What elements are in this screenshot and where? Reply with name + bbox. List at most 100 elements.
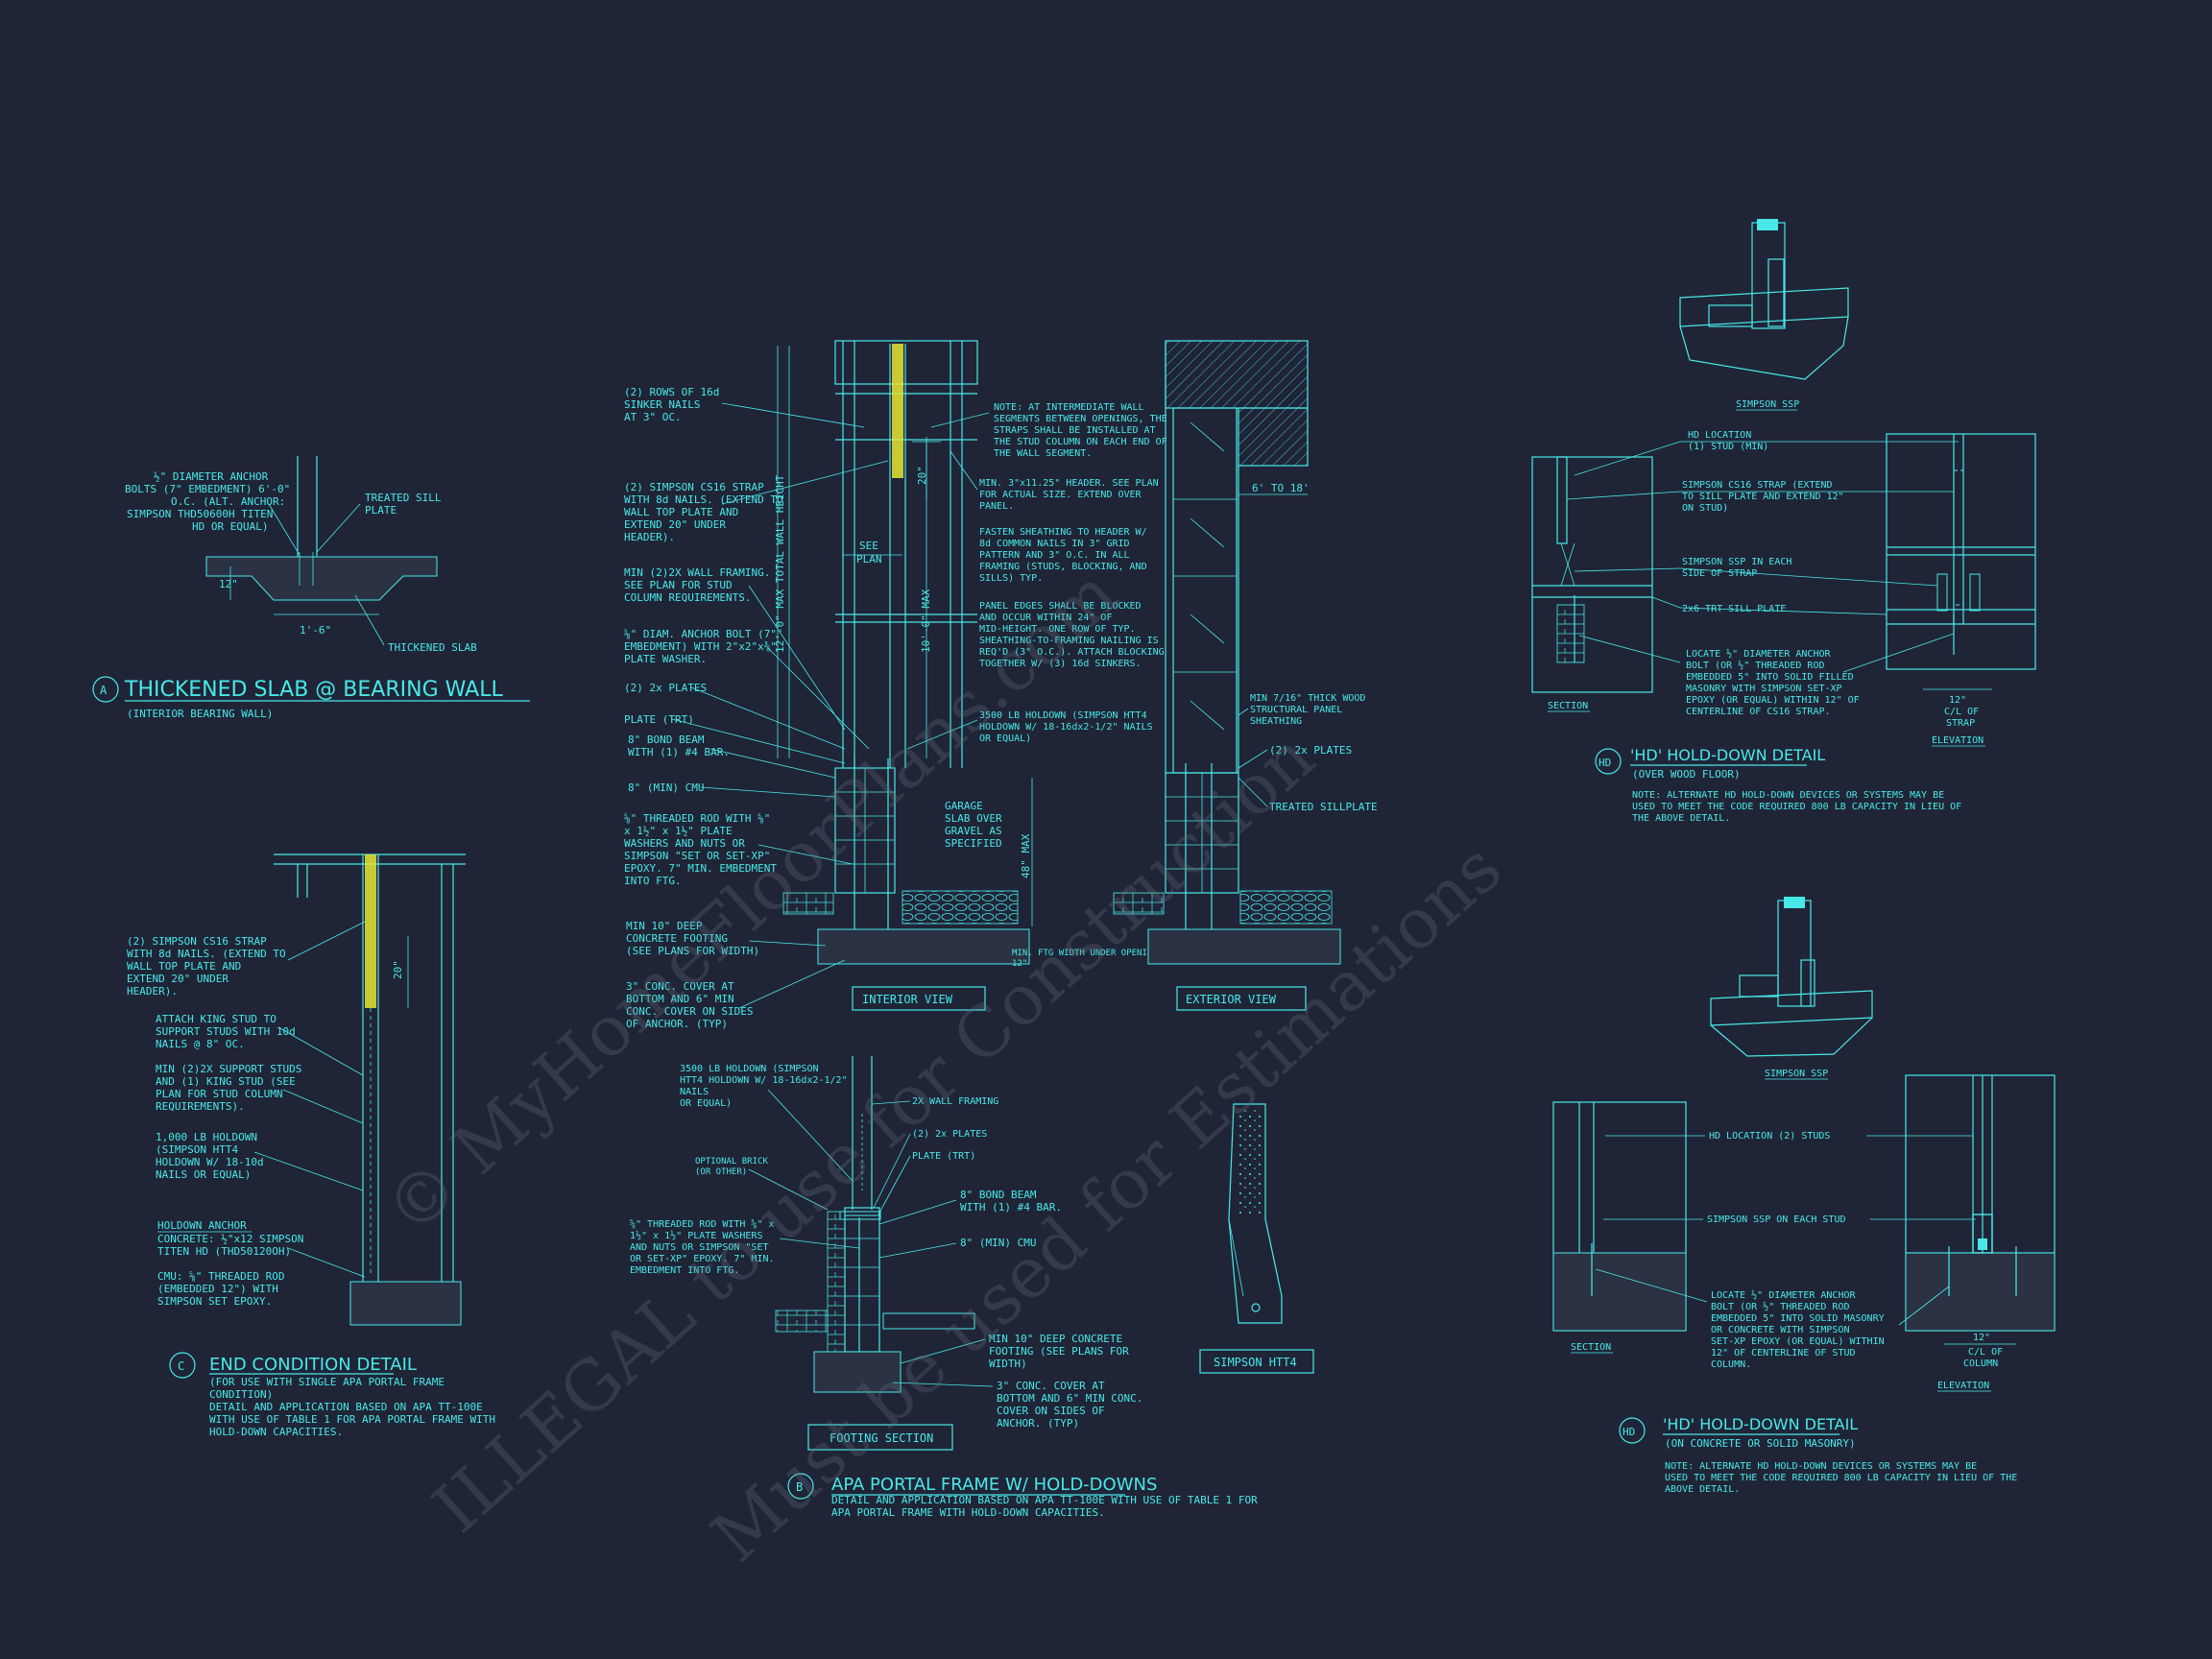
note-line: PLAN FOR STUD COLUMN: [156, 1088, 282, 1100]
note-line: 1½" x 1½" PLATE WASHERS: [630, 1230, 762, 1241]
note-line: PLATE (TRT): [624, 713, 694, 726]
sill-note: PLATE: [365, 504, 397, 517]
detail-hd2: SIMPSON SSP SECTION 12" C/L OF COLUMN EL…: [1552, 897, 2056, 1495]
sill-note: TREATED SILL: [365, 492, 442, 504]
note-line: ON STUD): [1682, 503, 1728, 514]
detail-subtitle: DETAIL AND APPLICATION BASED ON APA TT-1…: [831, 1494, 1258, 1506]
note-line: SLAB OVER: [945, 812, 1002, 825]
detail-a: ½" DIAMETER ANCHOR BOLTS (7" EMBEDMENT) …: [92, 456, 530, 720]
note-line: OF ANCHOR. (TYP): [626, 1018, 728, 1030]
dim-label: STRAP: [1946, 718, 1975, 729]
c-note-4: 1,000 LB HOLDOWN (SIMPSON HTT4 HOLDOWN W…: [156, 1131, 264, 1181]
note-line: O.C. (ALT. ANCHOR:: [171, 495, 285, 508]
detail-c: 20" (2) SIMPSON CS16 STRAP WITH 8d NAILS…: [127, 854, 495, 1438]
detail-hd1: SIMPSON SSP SECTION 12" C/L OF STRAP ELE…: [1531, 219, 2036, 824]
note-line: 12": [1012, 959, 1027, 969]
note-line: MASONRY WITH SIMPSON SET-XP: [1686, 684, 1842, 694]
note-line: TREATED SILLPLATE: [1269, 801, 1378, 813]
note-line: EMBEDMENT INTO FTG.: [630, 1265, 739, 1276]
note-line: REQ'D (3" O.C.). ATTACH BLOCKING: [979, 647, 1165, 658]
note-line: PLATE WASHER.: [624, 653, 707, 665]
anchor-note: ½" DIAMETER ANCHOR BOLTS (7" EMBEDMENT) …: [125, 470, 290, 533]
note-line: FOR ACTUAL SIZE. EXTEND OVER: [979, 490, 1142, 500]
note-line: SIMPSON SET EPOXY.: [157, 1295, 272, 1308]
note-line: REQUIREMENTS).: [156, 1100, 245, 1113]
note-line: SHEATHING: [1250, 716, 1302, 727]
note-line: WALL TOP PLATE AND: [624, 506, 738, 518]
detail-subtitle: CONDITION): [209, 1388, 273, 1401]
note-line: (EMBEDDED 12") WITH: [157, 1283, 278, 1295]
note-line: ABOVE DETAIL.: [1665, 1484, 1740, 1495]
watermark: © MyHomeFloorPlans.com ILLEGAL to use fo…: [370, 553, 1516, 1577]
note-line: 1,000 LB HOLDOWN: [156, 1131, 257, 1143]
detail-subtitle: DETAIL AND APPLICATION BASED ON APA TT-1…: [209, 1401, 483, 1413]
detail-subtitle: APA PORTAL FRAME WITH HOLD-DOWN CAPACITI…: [831, 1506, 1105, 1519]
note-line: STRAPS SHALL BE INSTALLED AT: [994, 425, 1156, 436]
note-line: 8" (MIN) CMU: [960, 1237, 1036, 1249]
detail-b-exterior: 6' TO 18' MIN 7/16" THICK WOOD STRUCTURA…: [1113, 340, 1378, 1011]
detail-marker-letter: HD: [1623, 1426, 1635, 1438]
note-line: (2) 2x PLATES: [624, 682, 707, 694]
note-line: GARAGE: [945, 800, 983, 812]
note-line: USED TO MEET THE CODE REQUIRED 800 LB CA…: [1632, 802, 1961, 812]
detail-marker: [1619, 1417, 1646, 1444]
dim-label: 12": [1973, 1333, 1990, 1343]
note-line: SILLS) TYP.: [979, 573, 1043, 584]
note-line: SPECIFIED: [945, 837, 1002, 850]
dim-label: 12'-0" MAX TOTAL WALL HEIGHT: [774, 474, 786, 653]
detail-subtitle: (FOR USE WITH SINGLE APA PORTAL FRAME: [209, 1376, 445, 1388]
note-line: 8" BOND BEAM: [628, 733, 705, 746]
note-line: NOTE: ALTERNATE HD HOLD-DOWN DEVICES OR …: [1632, 790, 1944, 801]
cs16-strap: [892, 344, 903, 478]
note-line: HOLDOWN W/ 18-16dx2-1/2" NAILS: [979, 722, 1153, 733]
note-line: HEADER).: [624, 531, 675, 543]
note-line: SEGMENTS BETWEEN OPENINGS, THE: [994, 414, 1167, 424]
note-line: TITEN HD (THD50120OH): [157, 1245, 291, 1258]
htt4-label: SIMPSON HTT4: [1214, 1356, 1297, 1369]
note-line: EMBEDMENT) WITH 2"x2"x⅜": [624, 640, 777, 653]
dim-label: 10'-0" MAX: [920, 589, 932, 653]
note-line: MIN 7/16" THICK WOOD: [1250, 693, 1365, 704]
note-line: SIMPSON THD50600H TITEN: [127, 508, 273, 520]
dim-label: C/L OF: [1944, 707, 1979, 717]
dim-label: C/L OF: [1968, 1347, 2003, 1358]
note-line: CENTERLINE OF CS16 STRAP.: [1686, 707, 1831, 717]
note-line: PATTERN AND 3" O.C. IN ALL: [979, 550, 1130, 561]
section-label: SECTION: [1571, 1342, 1611, 1353]
detail-subtitle: WITH USE OF TABLE 1 FOR APA PORTAL FRAME…: [209, 1413, 495, 1426]
note-line: COLUMN.: [1711, 1359, 1751, 1370]
note-line: WITH (1) #4 BAR.: [628, 746, 730, 758]
detail-title: END CONDITION DETAIL: [209, 1355, 417, 1375]
note-line: OR CONCRETE WITH SIMPSON: [1711, 1325, 1850, 1335]
note-line: SHEATHING-TO-FRAMING NAILING IS: [979, 636, 1159, 646]
note-line: SIMPSON "SET OR SET-XP": [624, 850, 770, 862]
dim-label: 20": [916, 466, 928, 485]
note-line: WITH 8d NAILS. (EXTEND TO: [624, 493, 783, 506]
note-line: ATTACH KING STUD TO: [156, 1013, 276, 1025]
note-line: SIMPSON SSP IN EACH: [1682, 557, 1791, 567]
note-line: USED TO MEET THE CODE REQUIRED 800 LB CA…: [1665, 1473, 2017, 1483]
detail-marker: [169, 1352, 196, 1379]
note-line: FOOTING (SEE PLANS FOR: [989, 1345, 1129, 1358]
note-line: ANCHOR. (TYP): [997, 1417, 1079, 1430]
note-line: NAILS: [680, 1087, 709, 1097]
note-line: BOTTOM AND 6" MIN CONC.: [997, 1392, 1142, 1405]
detail-title: 'HD' HOLD-DOWN DETAIL: [1630, 746, 1825, 764]
note-line: EMBEDDED 5" INTO SOLID FILLED: [1686, 672, 1854, 683]
interior-view-box: [852, 986, 986, 1011]
note-line: MIN 10" DEEP: [626, 920, 703, 932]
dim-label: SEE: [859, 540, 878, 552]
dim-label: 12": [1949, 695, 1966, 706]
note-line: FRAMING (STUDS, BLOCKING, AND: [979, 562, 1147, 572]
note-line: 3500 LB HOLDOWN (SIMPSON: [680, 1064, 819, 1074]
detail-subtitle: (OVER WOOD FLOOR): [1632, 768, 1741, 781]
note-line: 12" OF CENTERLINE OF STUD: [1711, 1348, 1856, 1358]
note-line: THE WALL SEGMENT.: [994, 448, 1092, 459]
simpson-htt4: SIMPSON HTT4: [1199, 1103, 1314, 1374]
note-line: CMU: ⅝" THREADED ROD: [157, 1270, 284, 1283]
note-line: ½" DIAMETER ANCHOR: [154, 470, 269, 483]
note-line: CONCRETE: ½"x12 SIMPSON: [157, 1233, 303, 1245]
note-line: NOTE: AT INTERMEDIATE WALL: [994, 402, 1144, 413]
footing-notes-left: 3500 LB HOLDOWN (SIMPSON HTT4 HOLDOWN W/…: [630, 1064, 848, 1276]
